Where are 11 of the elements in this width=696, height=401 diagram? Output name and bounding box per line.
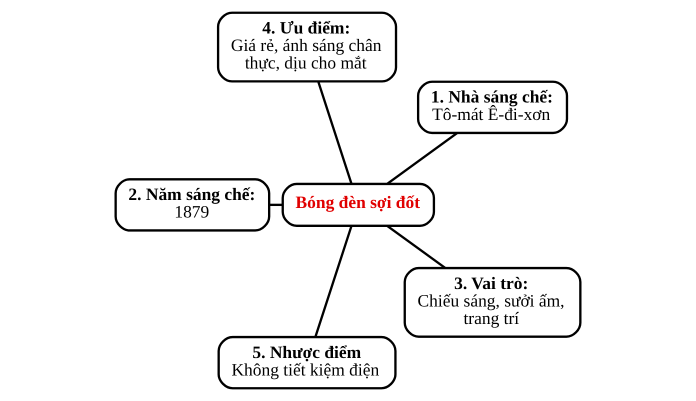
connector <box>386 225 446 269</box>
connector <box>314 225 353 338</box>
node-box: 2. Năm sáng chế: 1879 <box>114 178 270 232</box>
connector <box>269 204 283 206</box>
node-box: 5. Nhược điểm Không tiết kiệm điện <box>218 336 397 390</box>
node-box: 3. Vai trò: Chiếu sáng, sưởi ấm, trang trí <box>404 266 582 338</box>
connector <box>386 132 458 185</box>
node-box: 4. Ưu điểm: Giá rẻ, ánh sáng chân thực, dịu cho mắt <box>216 12 398 83</box>
node-box: Bóng đèn sợi đốt <box>282 182 436 227</box>
node-box: 1. Nhà sáng chế: Tô-mát Ê-đi-xơn <box>416 80 568 134</box>
connector <box>317 81 353 184</box>
